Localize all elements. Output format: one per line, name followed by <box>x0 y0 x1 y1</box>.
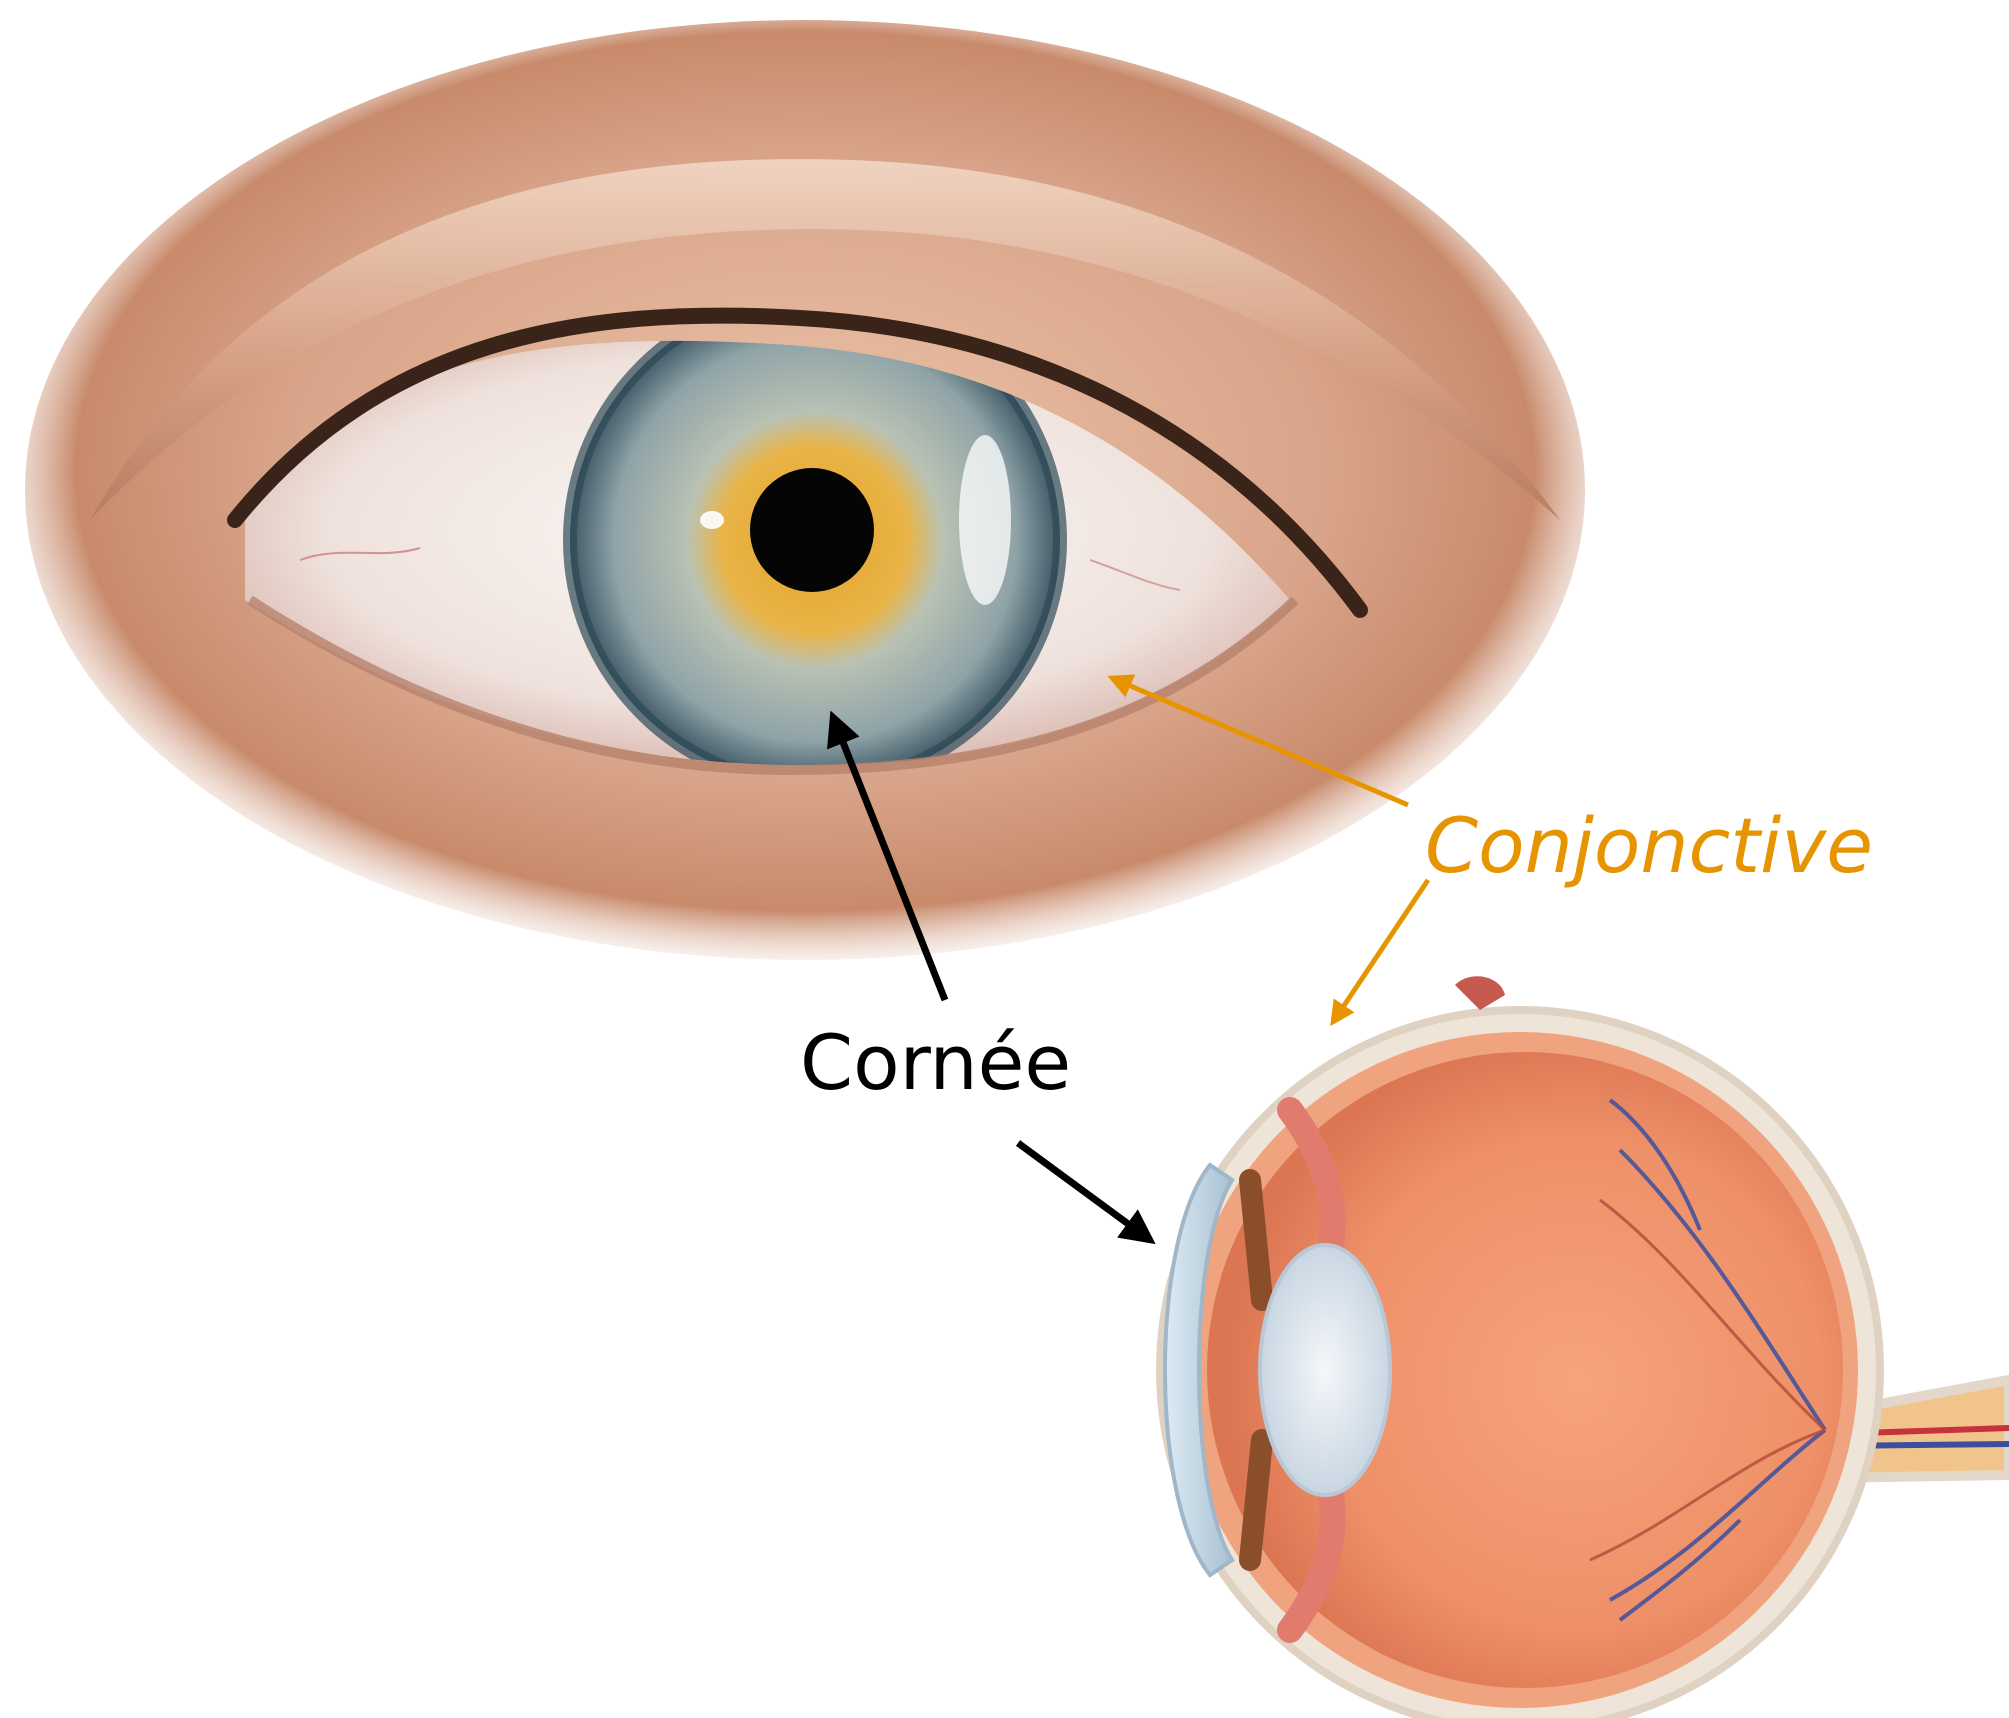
pupil-highlight <box>700 511 724 529</box>
light-reflection <box>959 435 1011 605</box>
lens <box>1260 1245 1390 1495</box>
pupil <box>750 468 874 592</box>
cornee-arrow-to-diagram <box>1018 1143 1150 1240</box>
extraocular-muscle <box>1455 976 1505 1010</box>
eye-photo <box>25 20 1585 960</box>
conjonctive-arrow-to-diagram <box>1333 880 1428 1022</box>
eye-cross-section <box>1160 976 2009 1718</box>
cornee-label: Cornée <box>800 1025 1071 1101</box>
conjonctive-label: Conjonctive <box>1425 808 1873 884</box>
